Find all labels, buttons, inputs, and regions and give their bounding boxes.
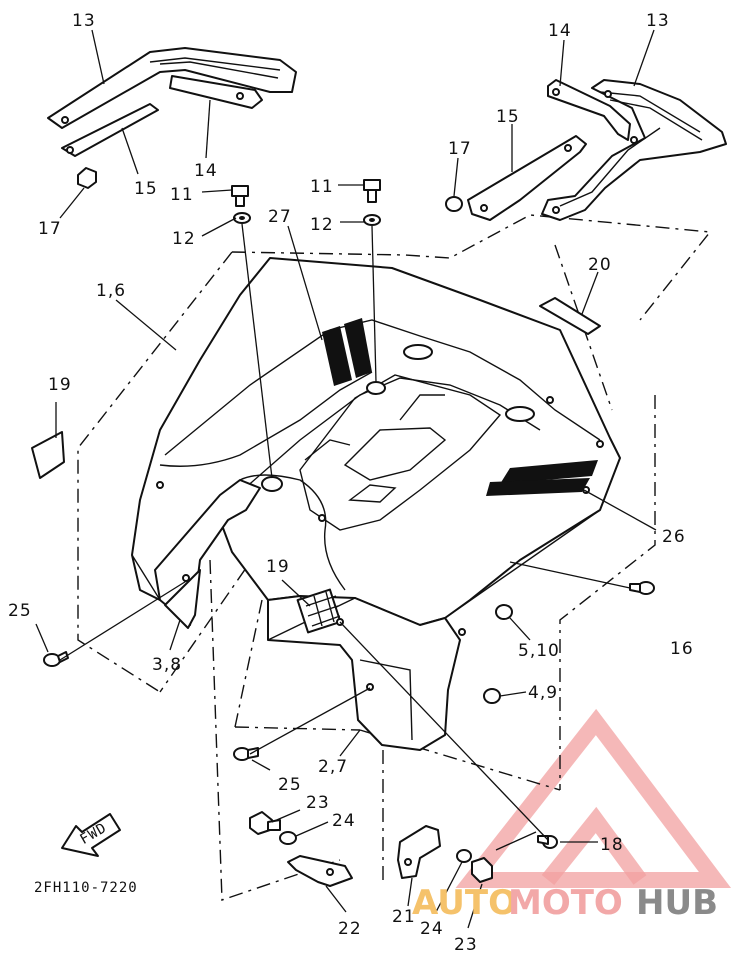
watermark-hub: HUB bbox=[636, 883, 718, 923]
rail-13-left bbox=[47, 47, 297, 129]
rail-14-left bbox=[169, 75, 263, 109]
callout-17-right: 17 bbox=[448, 139, 472, 159]
bracket-21 bbox=[397, 825, 441, 879]
watermark-auto: AUTO bbox=[412, 883, 517, 923]
callout-12-mid: 12 bbox=[310, 215, 334, 235]
watermark-text: AUTO MOTO HUB bbox=[412, 883, 718, 923]
callout-23-top: 23 bbox=[306, 793, 330, 813]
rail-13-right bbox=[541, 79, 727, 221]
watermark-triangle-icon bbox=[455, 708, 732, 888]
leader-lines bbox=[35, 29, 657, 929]
callout-26: 26 bbox=[662, 527, 686, 547]
callout-1-6: 1,6 bbox=[96, 281, 126, 301]
callout-25-bottom: 25 bbox=[278, 775, 302, 795]
callout-5-10: 5,10 bbox=[518, 641, 560, 661]
callout-14-left: 14 bbox=[194, 161, 218, 181]
rail-set-right bbox=[445, 79, 727, 221]
grommet-5-10 bbox=[495, 604, 513, 620]
callout-4-9: 4,9 bbox=[528, 683, 558, 703]
callout-14-right: 14 bbox=[548, 21, 572, 41]
bracket-22 bbox=[287, 855, 353, 887]
watermark-moto: MOTO bbox=[508, 883, 623, 923]
nut-17-left bbox=[77, 167, 97, 189]
washer-24-top bbox=[279, 831, 297, 845]
callout-3-8: 3,8 bbox=[152, 655, 182, 675]
rail-set-left bbox=[47, 47, 297, 189]
bolt-23-bottom bbox=[471, 857, 493, 883]
rail-14-right bbox=[547, 79, 631, 141]
callout-15-left: 15 bbox=[134, 179, 158, 199]
nut-17-right bbox=[445, 196, 463, 212]
callout-18: 18 bbox=[600, 835, 624, 855]
part-code: 2FH110-7220 bbox=[34, 880, 138, 896]
bolt-11-mid bbox=[363, 179, 381, 226]
washer-24-bottom bbox=[456, 849, 472, 863]
fwd-arrow-icon: FWD bbox=[61, 813, 121, 857]
screw-25-left bbox=[43, 651, 69, 667]
callout-labels: 13 14 15 17 11 12 27 11 12 14 13 15 17 2… bbox=[8, 11, 694, 955]
callout-25-left: 25 bbox=[8, 601, 32, 621]
callout-19-mid: 19 bbox=[266, 557, 290, 577]
side-stay-left bbox=[154, 479, 261, 629]
label-20 bbox=[539, 297, 601, 335]
callout-13-left: 13 bbox=[72, 11, 96, 31]
callout-23-bottom: 23 bbox=[454, 935, 478, 955]
screw-25-bottom bbox=[233, 747, 259, 761]
screw-18 bbox=[537, 835, 558, 849]
callout-12-left: 12 bbox=[172, 229, 196, 249]
callout-20: 20 bbox=[588, 255, 612, 275]
watermark-logo bbox=[455, 708, 732, 888]
screw-16 bbox=[629, 581, 655, 595]
bolt-23-top bbox=[249, 811, 281, 835]
rear-fender bbox=[131, 257, 621, 636]
callout-17-left: 17 bbox=[38, 219, 62, 239]
watermark-inner-triangle-icon bbox=[541, 806, 647, 885]
grommet-4-9 bbox=[483, 688, 501, 704]
callout-24-top: 24 bbox=[332, 811, 356, 831]
callout-15-right: 15 bbox=[496, 107, 520, 127]
rail-15-right bbox=[467, 135, 587, 221]
callout-27: 27 bbox=[268, 207, 292, 227]
callout-24-bottom: 24 bbox=[420, 919, 444, 939]
bolt-11-left bbox=[231, 185, 251, 224]
callout-22: 22 bbox=[338, 919, 362, 939]
callout-19-left: 19 bbox=[48, 375, 72, 395]
license-plate-bracket bbox=[267, 588, 461, 751]
callout-13-right: 13 bbox=[646, 11, 670, 31]
callout-11-left: 11 bbox=[170, 185, 194, 205]
decal-19-left bbox=[31, 431, 65, 479]
inner-shield-edge bbox=[239, 474, 346, 591]
callout-11-mid: 11 bbox=[310, 177, 334, 197]
callout-16: 16 bbox=[670, 639, 694, 659]
callout-2-7: 2,7 bbox=[318, 757, 348, 777]
callout-21: 21 bbox=[392, 907, 416, 927]
